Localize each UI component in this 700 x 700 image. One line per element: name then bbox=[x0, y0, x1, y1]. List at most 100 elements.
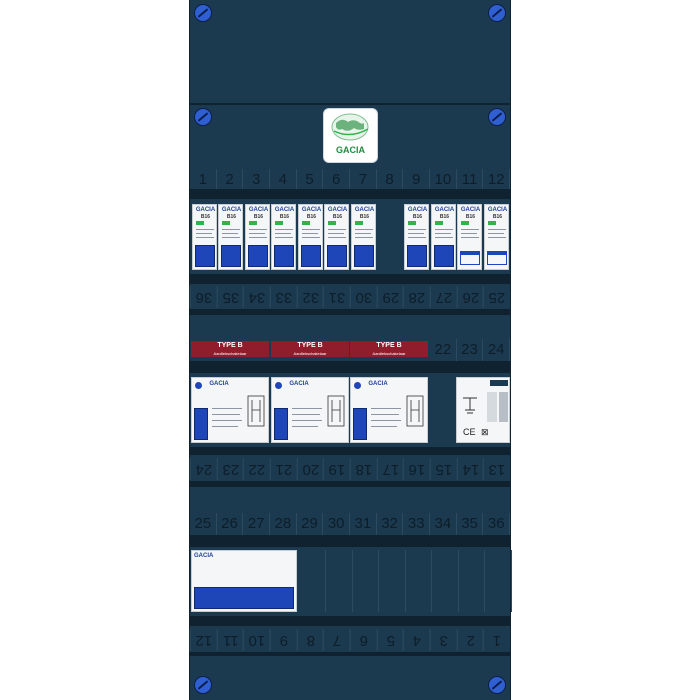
test-button[interactable] bbox=[354, 382, 361, 389]
spec-line bbox=[249, 229, 267, 230]
circuit-breaker[interactable]: GACIA B16 bbox=[484, 204, 509, 270]
strip-number: 7 bbox=[323, 629, 351, 651]
rcd-lever[interactable] bbox=[194, 408, 208, 440]
breaker-lever[interactable] bbox=[274, 245, 294, 267]
blank-cover bbox=[486, 550, 512, 612]
strip-number: 5 bbox=[297, 169, 324, 191]
breaker-lever[interactable] bbox=[248, 245, 268, 267]
breaker-lever[interactable] bbox=[327, 245, 347, 267]
test-button[interactable] bbox=[195, 382, 202, 389]
strip-number: 3 bbox=[430, 629, 457, 651]
circuit-breaker[interactable]: GACIA B16 bbox=[218, 204, 243, 270]
spec-line bbox=[355, 233, 371, 234]
spec-line bbox=[408, 229, 426, 230]
brand-logo: GACIA bbox=[323, 108, 378, 163]
breaker-lever[interactable] bbox=[434, 245, 454, 267]
breaker-lever[interactable] bbox=[221, 245, 241, 267]
strip-number: 36 bbox=[190, 286, 217, 308]
strip-number: 23 bbox=[457, 339, 484, 361]
breaker-lever[interactable] bbox=[487, 251, 507, 265]
circuit-breaker[interactable]: GACIA B16 bbox=[351, 204, 376, 270]
main-switch[interactable]: GACIA bbox=[191, 550, 297, 612]
rcd-device[interactable]: GACIA bbox=[191, 377, 269, 443]
rail-divider bbox=[190, 652, 510, 656]
breaker-brand: GACIA bbox=[248, 207, 269, 213]
screw-icon bbox=[194, 108, 212, 126]
indicator bbox=[222, 221, 230, 225]
circuit-breaker[interactable]: GACIA B16 bbox=[245, 204, 270, 270]
strip-number: 2 bbox=[456, 629, 484, 651]
spec-line bbox=[196, 237, 214, 238]
circuit-breaker[interactable]: GACIA B16 bbox=[457, 204, 482, 270]
spec-line bbox=[302, 233, 318, 234]
blank-cover bbox=[300, 550, 326, 612]
screw-icon bbox=[194, 676, 212, 694]
circuit-breaker[interactable]: GACIA B16 bbox=[298, 204, 323, 270]
breaker-lever[interactable] bbox=[407, 245, 427, 267]
breaker-brand: GACIA bbox=[221, 207, 242, 213]
strip-number: 10 bbox=[243, 629, 271, 651]
circuit-breaker[interactable]: GACIA B16 bbox=[192, 204, 217, 270]
breaker-brand: GACIA bbox=[195, 207, 216, 213]
spec-line bbox=[328, 237, 346, 238]
breaker-brand: GACIA bbox=[407, 207, 428, 213]
spec-line bbox=[328, 233, 344, 234]
strip-number: 19 bbox=[323, 458, 351, 480]
strip-number: 24 bbox=[483, 339, 511, 361]
strip-number: 7 bbox=[350, 169, 377, 191]
circuit-breaker[interactable]: GACIA B16 bbox=[431, 204, 456, 270]
strip-number: 6 bbox=[323, 169, 351, 191]
strip-number: 12 bbox=[483, 169, 511, 191]
rcd-brand: GACIA bbox=[368, 381, 388, 387]
circuit-breaker[interactable]: GACIA B16 bbox=[271, 204, 296, 270]
strip-number: 18 bbox=[350, 458, 377, 480]
spec-line bbox=[212, 426, 238, 427]
svg-text:CE: CE bbox=[463, 427, 476, 437]
rcd-type-text: TYPE B bbox=[217, 342, 243, 349]
surge-protector[interactable]: CE ⊠ bbox=[456, 377, 510, 443]
breaker-lever[interactable] bbox=[460, 251, 480, 265]
indicator bbox=[355, 221, 363, 225]
strip-number: 31 bbox=[323, 286, 351, 308]
strip-number: 28 bbox=[270, 513, 297, 535]
strip-number: 34 bbox=[430, 513, 457, 535]
breaker-lever[interactable] bbox=[301, 245, 321, 267]
spec-line bbox=[212, 420, 242, 421]
spec-line bbox=[371, 408, 401, 409]
test-button[interactable] bbox=[275, 382, 282, 389]
strip-number: 24 bbox=[190, 458, 217, 480]
breaker-brand: GACIA bbox=[434, 207, 455, 213]
breaker-lever[interactable] bbox=[354, 245, 374, 267]
strip-number: 22 bbox=[430, 339, 457, 361]
rcd-lever[interactable] bbox=[353, 408, 367, 440]
screw-icon bbox=[488, 108, 506, 126]
logo-text: GACIA bbox=[336, 145, 365, 155]
spec-line bbox=[408, 233, 424, 234]
breaker-rating: B16 bbox=[200, 214, 211, 220]
rcd-device[interactable]: GACIA bbox=[350, 377, 428, 443]
strip-number: 16 bbox=[403, 458, 431, 480]
spec-line bbox=[292, 414, 320, 415]
rcd-device[interactable]: GACIA bbox=[271, 377, 349, 443]
breaker-rating: B16 bbox=[253, 214, 264, 220]
breaker-lever[interactable] bbox=[195, 245, 215, 267]
rcd-lever[interactable] bbox=[274, 408, 288, 440]
blank-cover bbox=[433, 550, 459, 612]
strip-number: 35 bbox=[216, 286, 244, 308]
screw-icon bbox=[488, 676, 506, 694]
breaker-brand: GACIA bbox=[327, 207, 348, 213]
spec-line bbox=[355, 237, 373, 238]
circuit-breaker[interactable]: GACIA B16 bbox=[404, 204, 429, 270]
circuit-breaker[interactable]: GACIA B16 bbox=[324, 204, 349, 270]
main-switch-lever[interactable] bbox=[194, 587, 294, 609]
strip-number: 1 bbox=[483, 629, 511, 651]
strip-number: 34 bbox=[243, 286, 271, 308]
breaker-rating: B16 bbox=[306, 214, 317, 220]
strip-number: 35 bbox=[457, 513, 484, 535]
indicator bbox=[249, 221, 257, 225]
spec-line bbox=[212, 414, 240, 415]
